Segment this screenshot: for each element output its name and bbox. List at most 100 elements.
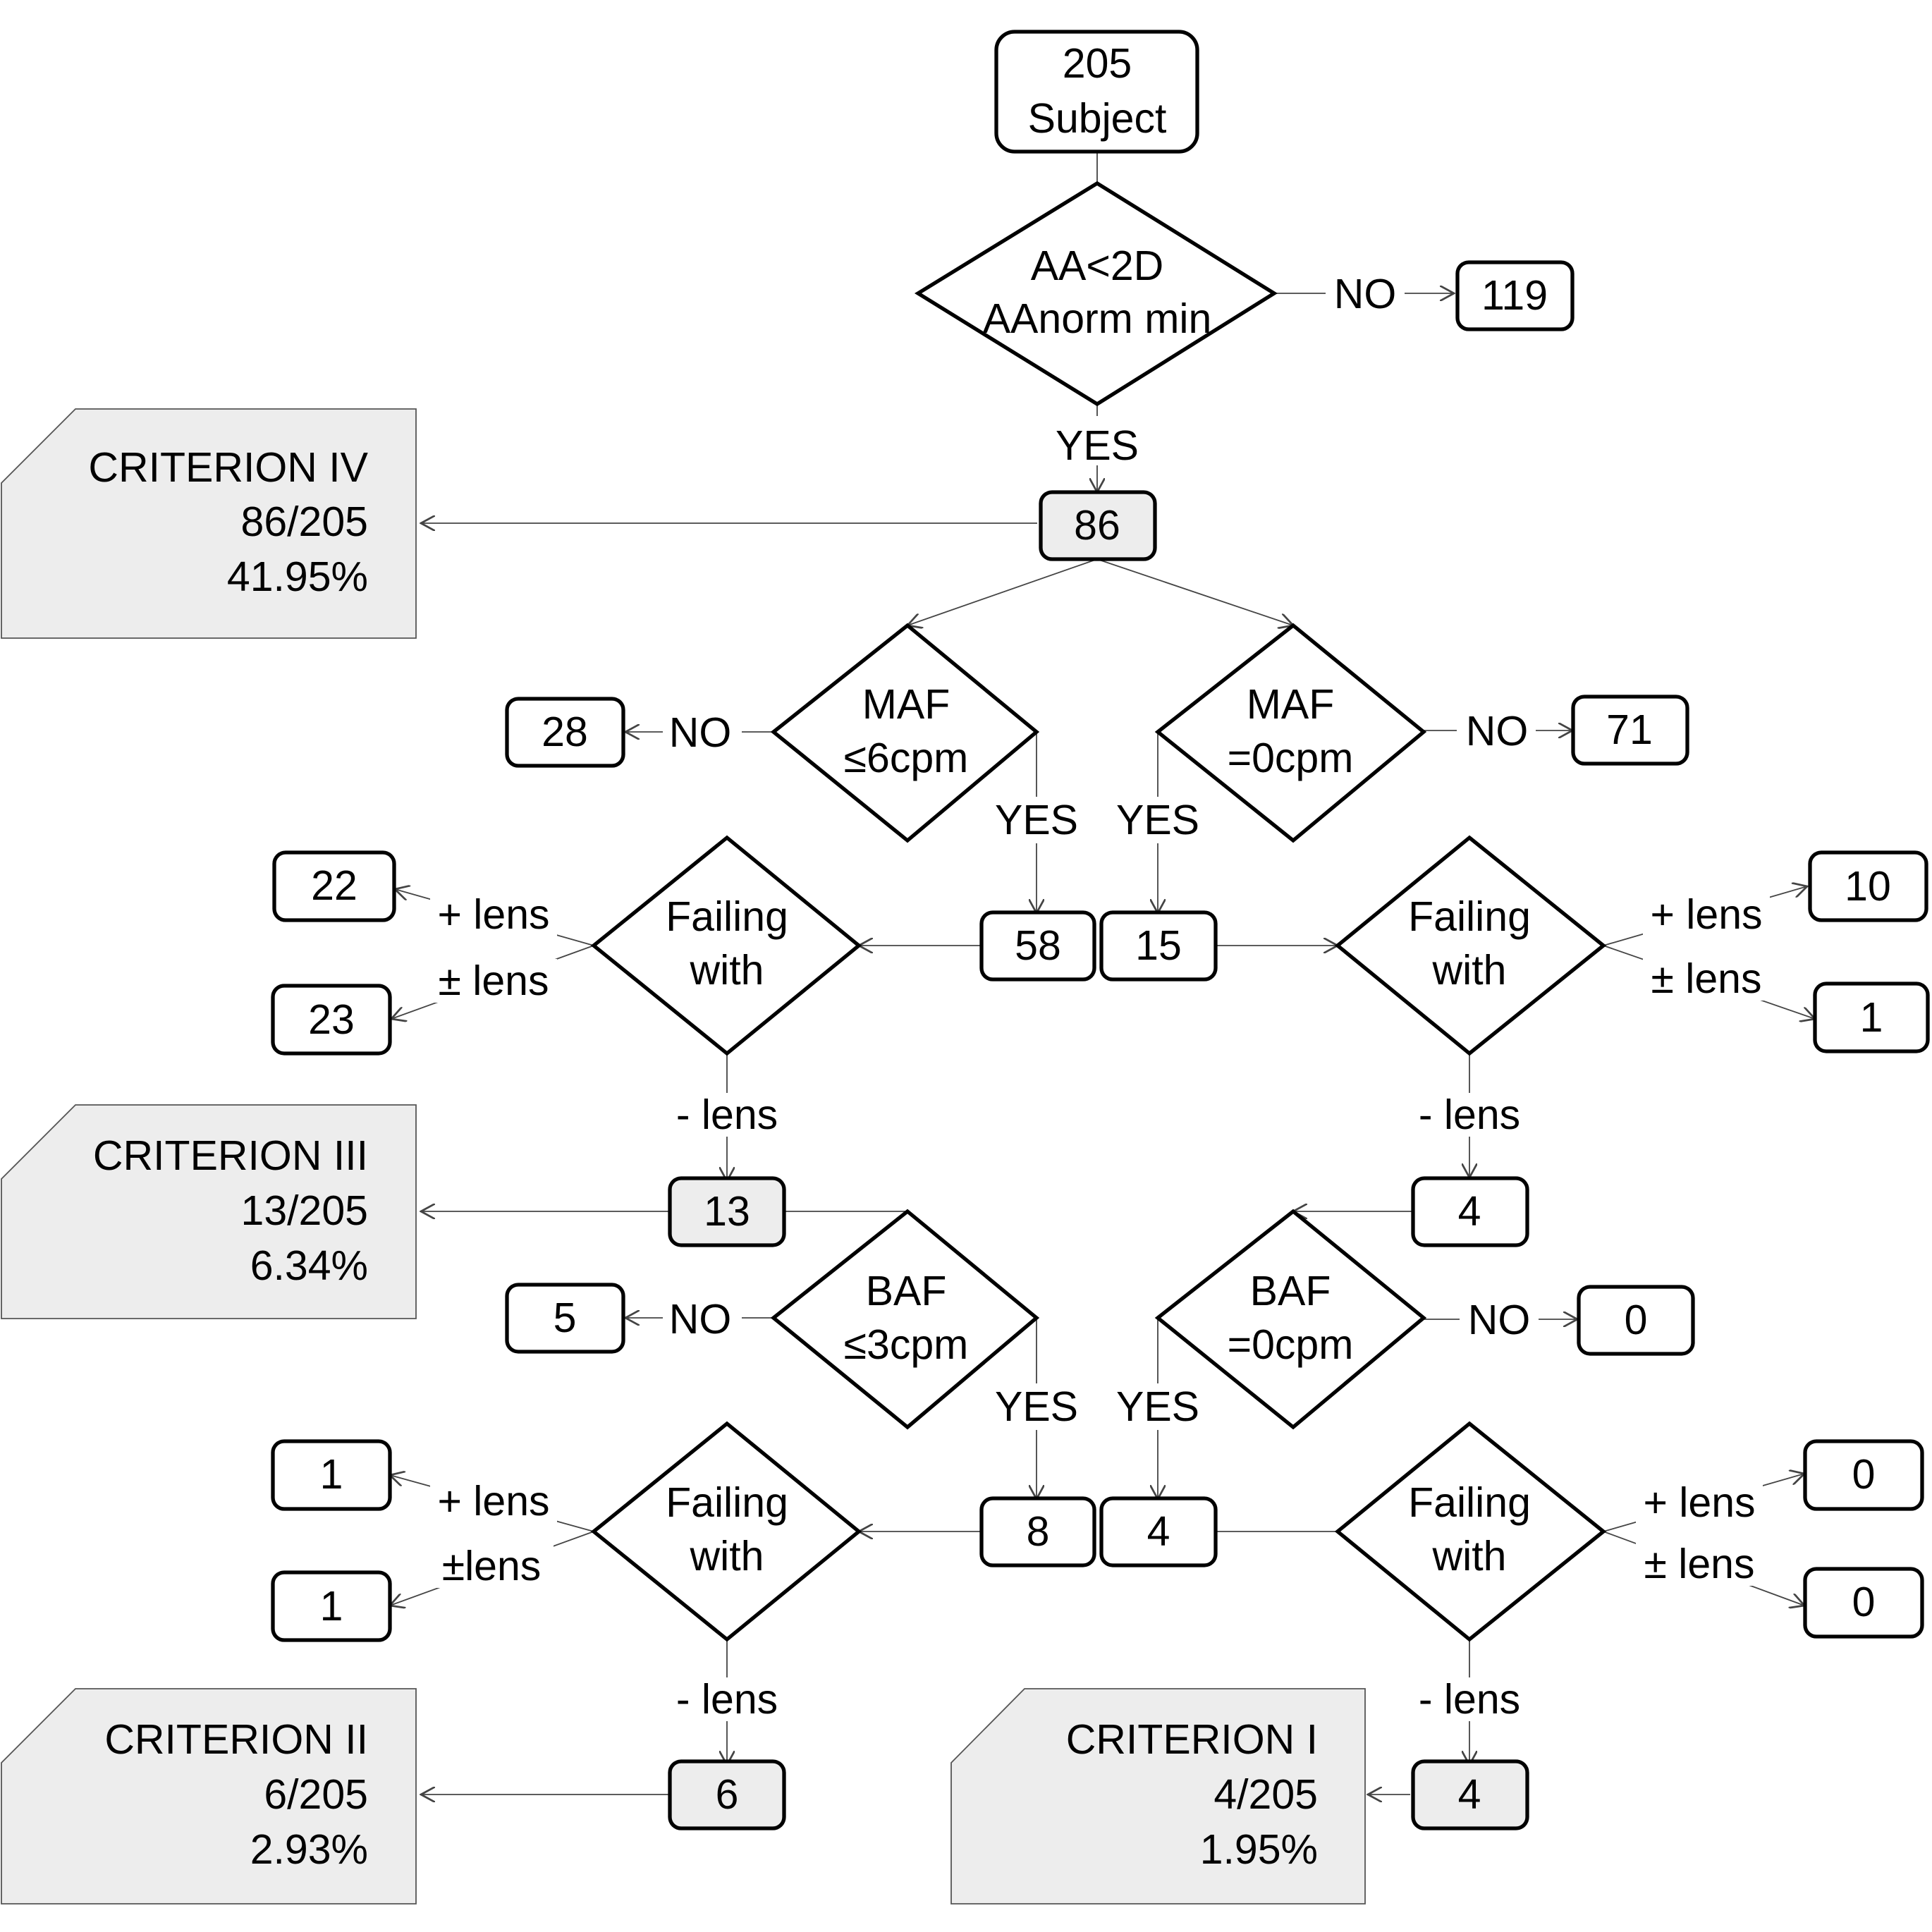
criterion-ii: CRITERION II 6/205 2.93% (1, 1688, 417, 1905)
svg-text:71: 71 (1606, 707, 1653, 753)
svg-text:with: with (690, 947, 764, 993)
svg-text:1: 1 (1860, 994, 1883, 1041)
count-box: 13 (668, 1176, 786, 1247)
count-box: 4 (1099, 1496, 1218, 1567)
start-label: Subject (1028, 95, 1167, 142)
label-pm-lens: ± lens (1651, 955, 1761, 1002)
count-boxes: 119 86 28 71 58 15 22 23 10 1 13 4 5 0 8… (271, 260, 1930, 1830)
svg-text:BAF: BAF (866, 1268, 947, 1314)
count-box: 22 (272, 850, 396, 922)
svg-text:15: 15 (1135, 922, 1182, 969)
decision-baf-left: BAF ≤3cpm (770, 1209, 1040, 1430)
svg-text:6: 6 (716, 1771, 739, 1818)
count-box: 8 (979, 1496, 1096, 1567)
svg-text:BAF: BAF (1250, 1268, 1331, 1314)
svg-text:4: 4 (1458, 1771, 1481, 1818)
count-box: 15 (1099, 910, 1218, 982)
svg-text:with: with (1432, 1533, 1507, 1579)
svg-text:1: 1 (320, 1451, 343, 1498)
svg-text:≤6cpm: ≤6cpm (844, 735, 969, 781)
svg-text:Failing: Failing (1408, 893, 1531, 940)
count-box: 4 (1411, 1759, 1529, 1830)
label-plus-lens: + lens (437, 891, 549, 938)
svg-text:Failing: Failing (1408, 1479, 1531, 1526)
label-pm-lens: ± lens (1644, 1541, 1754, 1587)
label-minus-lens: - lens (676, 1676, 778, 1723)
svg-text:4: 4 (1458, 1188, 1481, 1235)
count-box: 58 (979, 910, 1096, 982)
svg-text:0: 0 (1852, 1451, 1876, 1498)
label-plus-lens: + lens (1650, 891, 1762, 938)
svg-text:28: 28 (542, 709, 588, 755)
svg-text:≤3cpm: ≤3cpm (844, 1321, 969, 1368)
label-yes: YES (995, 797, 1078, 843)
label-yes: YES (1116, 1383, 1199, 1430)
count-box: 0 (1803, 1567, 1924, 1639)
svg-text:4: 4 (1147, 1508, 1170, 1555)
label-yes: YES (1056, 422, 1139, 469)
criterion-title: CRITERION III (93, 1132, 368, 1179)
svg-text:8: 8 (1027, 1508, 1050, 1555)
criterion-i: CRITERION I 4/205 1.95% (950, 1688, 1366, 1905)
criterion-iv: CRITERION IV 86/205 41.95% (1, 408, 417, 639)
decision-failing-left-1: Failing with (590, 835, 862, 1056)
svg-text:0: 0 (1625, 1297, 1648, 1343)
branch-labels: NO YES NO NO YES YES + lens ± lens + len… (430, 271, 1770, 1723)
decision-maf-left: MAF ≤6cpm (770, 623, 1040, 843)
svg-text:23: 23 (308, 996, 355, 1043)
label-yes: YES (995, 1383, 1078, 1430)
svg-text:86: 86 (1074, 502, 1120, 549)
criterion-percent: 1.95% (1200, 1826, 1318, 1873)
criterion-iii: CRITERION III 13/205 6.34% (1, 1104, 417, 1319)
svg-text:with: with (1432, 947, 1507, 993)
svg-text:10: 10 (1845, 863, 1891, 910)
decision-failing-left-2: Failing with (590, 1421, 862, 1642)
count-box: 0 (1577, 1285, 1695, 1356)
label-no: NO (1468, 1297, 1531, 1343)
decision-maf-right: MAF =0cpm (1154, 623, 1427, 843)
criterion-ratio: 86/205 (241, 499, 368, 545)
count-box: 1 (1813, 982, 1930, 1053)
count-box: 86 (1039, 490, 1157, 561)
label-minus-lens: - lens (1419, 1676, 1520, 1723)
count-box: 1 (271, 1439, 392, 1511)
svg-text:MAF: MAF (862, 681, 950, 728)
svg-text:with: with (690, 1533, 764, 1579)
count-box: 1 (271, 1570, 392, 1642)
criterion-ratio: 4/205 (1213, 1771, 1318, 1818)
svg-text:13: 13 (704, 1188, 750, 1235)
count-box: 6 (668, 1759, 786, 1830)
decision-failing-right-1: Failing with (1334, 835, 1607, 1056)
label-no: NO (1466, 708, 1529, 754)
label-plus-lens: + lens (437, 1478, 549, 1524)
criterion-ratio: 13/205 (241, 1187, 368, 1234)
count-box: 0 (1803, 1439, 1924, 1511)
svg-text:=0cpm: =0cpm (1228, 735, 1354, 781)
label-minus-lens: - lens (676, 1092, 778, 1138)
label-no: NO (669, 709, 732, 756)
count-box: 5 (505, 1283, 625, 1354)
svg-text:MAF: MAF (1247, 681, 1335, 728)
svg-text:=0cpm: =0cpm (1228, 1321, 1354, 1368)
svg-text:AA<2D: AA<2D (1031, 243, 1164, 289)
decision-aa: AA<2D AAnorm min (914, 181, 1278, 407)
svg-text:5: 5 (554, 1295, 577, 1341)
svg-text:119: 119 (1481, 272, 1548, 319)
label-plus-lens: + lens (1643, 1479, 1755, 1526)
label-pm-lens: ±lens (442, 1543, 542, 1589)
svg-text:22: 22 (311, 862, 357, 909)
count-box: 119 (1455, 260, 1575, 331)
svg-text:AAnorm min: AAnorm min (983, 295, 1212, 342)
criterion-percent: 41.95% (227, 554, 368, 600)
criterion-ratio: 6/205 (264, 1771, 368, 1818)
criterion-title: CRITERION I (1066, 1716, 1318, 1763)
criterion-title: CRITERION IV (88, 444, 368, 491)
svg-text:58: 58 (1015, 922, 1061, 969)
criterion-percent: 6.34% (250, 1242, 368, 1289)
svg-text:Failing: Failing (666, 1479, 788, 1526)
count-box: 28 (505, 697, 625, 768)
label-pm-lens: ± lens (438, 958, 549, 1004)
label-no: NO (669, 1296, 732, 1343)
label-no: NO (1334, 271, 1397, 317)
